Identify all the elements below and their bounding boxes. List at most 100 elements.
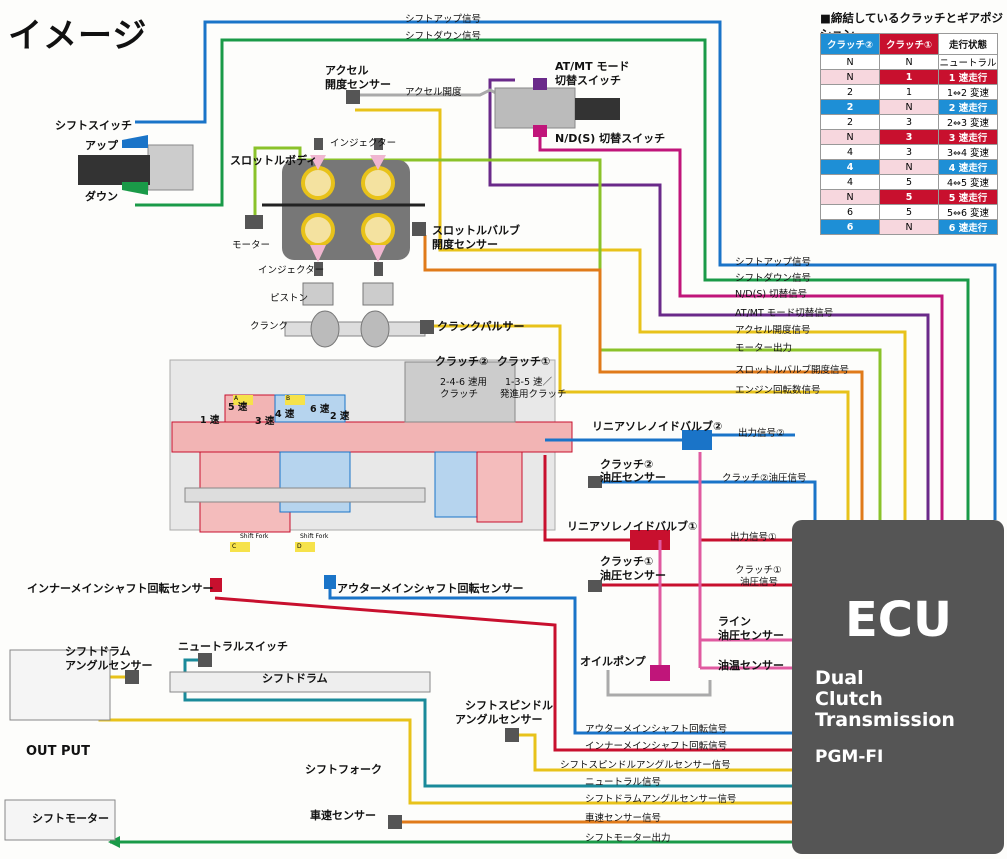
table-cell: 1⇔2 変速 (939, 85, 998, 100)
table-cell: 4 (821, 145, 880, 160)
table-cell: 5 (880, 175, 939, 190)
label-drum-angle-2: アングルセンサー (65, 657, 153, 673)
signal-label-shift-up: シフトアップ信号 (735, 254, 811, 268)
label-line-pressure-2: 油圧センサー (718, 627, 784, 643)
signal-label-neutral: ニュートラル信号 (585, 774, 661, 788)
piston-2 (363, 283, 393, 305)
table-cell: 3 速走行 (939, 130, 998, 145)
table-cell: 4⇔5 変速 (939, 175, 998, 190)
throttle-valve-2 (363, 168, 393, 198)
table-cell: 4 (821, 160, 880, 175)
outer-gears (280, 452, 350, 512)
ecu-title: ECU (845, 592, 952, 648)
table-cell: N (821, 55, 880, 70)
signal-label-atmt: AT/MT モード切替信号 (735, 305, 833, 319)
table-cell: 3 (880, 115, 939, 130)
signal-label-shift-down-top: シフトダウン信号 (405, 28, 481, 42)
label-neutral-switch: ニュートラルスイッチ (178, 638, 288, 654)
signal-label-speed: 車速センサー信号 (585, 810, 661, 824)
label-injector-top: インジェクター (330, 135, 396, 149)
injector-top-1 (314, 138, 323, 150)
table-cell: N (821, 70, 880, 85)
signal-label-shift-up-top: シフトアップ信号 (405, 11, 481, 25)
table-row: 454⇔5 変速 (821, 175, 998, 190)
accel-sensor (346, 90, 360, 104)
clutch2-pack (435, 452, 477, 517)
table-cell: N (880, 100, 939, 115)
table-cell: 5 速走行 (939, 190, 998, 205)
label-nd-switch: N/D(S) 切替スイッチ (555, 130, 665, 146)
table-cell: 5 (880, 205, 939, 220)
label-speed2: 2 速 (330, 408, 349, 422)
label-crank-pulser: クランクパルサー (437, 318, 524, 334)
nd-connector (533, 125, 547, 137)
signal-label-shift-down: シフトダウン信号 (735, 270, 811, 284)
label-clutch1-pressure-2: 油圧センサー (600, 567, 666, 583)
label-motor: モーター (232, 237, 270, 251)
label-oil-temp: 油温センサー (718, 657, 784, 673)
table-cell: 1 (880, 70, 939, 85)
signal-label-throttle: スロットルバルブ開度信号 (735, 362, 849, 376)
label-clutch1: クラッチ① (497, 353, 550, 369)
table-header-state: 走行状態 (939, 34, 998, 55)
label-shift-drum: シフトドラム (262, 670, 328, 686)
spindle-sensor (505, 728, 519, 742)
label-atmt-2: 切替スイッチ (555, 72, 621, 88)
page-title: イメージ (8, 8, 147, 57)
signal-label-out2: 出力信号② (738, 425, 785, 439)
signal-label-spindle: シフトスピンドルアングルセンサー信号 (560, 757, 731, 771)
label-crank: クランク (250, 318, 288, 332)
label-clutch1-desc2: 発進用クラッチ (500, 386, 567, 400)
label-speed1: 1 速 (200, 412, 219, 426)
table-cell: N (821, 190, 880, 205)
table-cell: ニュートラル (939, 55, 998, 70)
signal-label-clutch2-pressure: クラッチ②油圧信号 (722, 470, 807, 484)
label-speed3: 3 速 (255, 413, 274, 427)
table-cell: 4 (821, 175, 880, 190)
table-cell: 2⇔3 変速 (939, 115, 998, 130)
shift-switch-lever (78, 155, 150, 185)
counter-shaft (185, 488, 425, 502)
crank-web-2 (361, 311, 389, 347)
label-accel-sensor-2: 開度センサー (325, 76, 391, 92)
outer-sensor (324, 575, 336, 589)
table-cell: 6 (821, 205, 880, 220)
ecu-line-2: Clutch (815, 689, 955, 710)
table-cell: N (880, 55, 939, 70)
label-shift-fork-1: Shift Fork (240, 533, 268, 540)
table-cell: N (880, 160, 939, 175)
table-cell: N (880, 220, 939, 235)
ecu-pgm-fi: PGM-FI (815, 747, 883, 767)
table-cell: 1 (880, 85, 939, 100)
label-speed4: 4 速 (275, 406, 294, 420)
atmt-switch-body (495, 88, 575, 128)
table-cell: 1 速走行 (939, 70, 998, 85)
table-cell: 2 速走行 (939, 100, 998, 115)
table-header-clutch2: クラッチ② (821, 34, 880, 55)
label-up: アップ (85, 137, 118, 153)
label-shift-fork-jp: シフトフォーク (305, 761, 382, 777)
signal-label-nd: N/D(S) 切替信号 (735, 286, 807, 300)
label-fork-b-top: B (286, 395, 290, 402)
table-cell: N (821, 130, 880, 145)
label-fork-c: C (232, 543, 236, 550)
label-clutch2-desc2: クラッチ (440, 386, 478, 400)
main-shaft (172, 422, 572, 452)
table-cell: 2 (821, 115, 880, 130)
atmt-switch-knob (575, 98, 620, 120)
wire-clutch2-pressure (600, 482, 815, 520)
atmt-connector (533, 78, 547, 90)
table-cell: 6 (821, 220, 880, 235)
table-cell: 3 (880, 145, 939, 160)
throttle-valve-1 (303, 168, 333, 198)
label-shift-motor: シフトモーター (32, 810, 109, 826)
shift-down-paddle (122, 182, 148, 195)
label-fork-d: D (297, 543, 302, 550)
label-throttle-body: スロットルボディ (230, 152, 317, 168)
